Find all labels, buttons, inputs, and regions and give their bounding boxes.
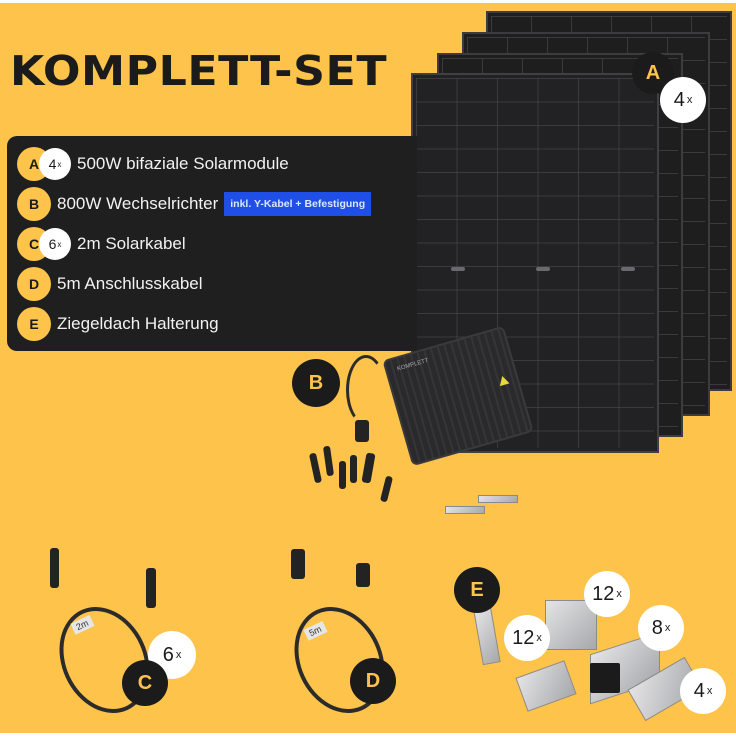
- roof-hook-base-icon: [515, 660, 577, 712]
- connector-icon: [379, 475, 394, 503]
- marker-e: E: [454, 567, 500, 613]
- list-item-e: E Ziegeldach Halterung: [17, 306, 219, 342]
- marker-c: C: [122, 660, 168, 706]
- inverter-logo: KOMPLETT: [396, 357, 430, 373]
- connector-icon: [308, 452, 323, 484]
- item-label: Ziegeldach Halterung: [57, 314, 219, 333]
- marker-b: B: [292, 359, 340, 407]
- letter-badge: D: [17, 267, 51, 301]
- mount-clamp-icon: [478, 495, 518, 503]
- marker-d: D: [350, 658, 396, 704]
- item-label: 5m Anschlusskabel: [57, 274, 203, 293]
- mount-clamp-icon: [445, 506, 485, 514]
- list-item-d: D 5m Anschlusskabel: [17, 266, 203, 302]
- connector-icon: [350, 455, 357, 483]
- warning-icon: [497, 374, 510, 387]
- rail-profile-icon: [590, 663, 620, 693]
- connector-icon: [339, 461, 346, 489]
- item-label: 500W bifaziale Solarmodule: [77, 154, 289, 173]
- roof-hook-icon: [473, 607, 501, 666]
- info-badge: inkl. Y-Kabel + Befestigung: [224, 192, 372, 216]
- marker-a-qty-value: 4: [673, 88, 685, 111]
- page-title: KOMPLETT-SET: [10, 47, 388, 95]
- item-label: 2m Solarkabel: [77, 234, 186, 253]
- list-item-b: B 800W Wechselrichter inkl. Y-Kabel + Be…: [17, 186, 372, 222]
- item-label: 800W Wechselrichter: [57, 194, 219, 213]
- plug-icon: [356, 563, 370, 587]
- connector-icon: [322, 445, 335, 477]
- connector-icon: [146, 568, 156, 608]
- y-cable-icon: [346, 355, 386, 425]
- connector-icon: [291, 549, 305, 579]
- letter-badge: B: [17, 187, 51, 221]
- qty-suffix: x: [686, 94, 693, 106]
- connector-icon: [50, 548, 59, 588]
- letter-badge: E: [17, 307, 51, 341]
- connector-icon: [355, 420, 369, 442]
- connector-icon: [361, 452, 376, 484]
